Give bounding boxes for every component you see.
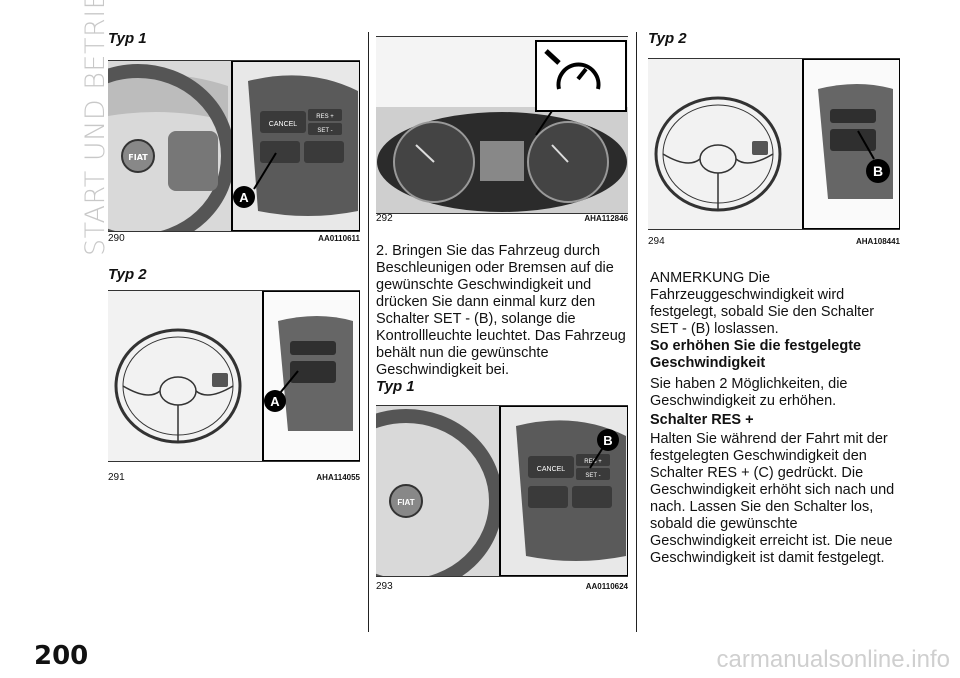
figure-293: FIAT CANCEL RES + SET - B xyxy=(376,405,628,577)
heading-typ2-b: Typ 2 xyxy=(648,30,687,47)
figure-code-290: AA0110611 xyxy=(318,234,360,243)
subheading-increase-speed: So erhöhen Sie die festgelegte Geschwind… xyxy=(650,338,862,371)
cancel-label-2: CANCEL xyxy=(537,466,566,473)
callout-a: A xyxy=(239,190,249,205)
svg-text:FIAT: FIAT xyxy=(128,153,148,162)
section-title: START UND BETRIEB xyxy=(30,0,111,260)
instruction-paragraph: 2. Bringen Sie das Fahrzeug durch Beschl… xyxy=(376,243,626,378)
subheading-res-switch: Schalter RES + xyxy=(650,412,754,428)
section-title-text: START UND BETRIEB xyxy=(80,0,111,256)
heading-typ1-b: Typ 1 xyxy=(376,378,415,395)
steering-wheel-illustration: FIAT CANCEL RES + SET - A xyxy=(108,61,360,231)
callout-b-2: B xyxy=(873,163,883,179)
callout-a-2: A xyxy=(270,394,280,409)
column-divider-2 xyxy=(636,32,637,632)
options-paragraph: Sie haben 2 Möglichkeiten, die Geschwind… xyxy=(650,376,848,409)
column-divider-1 xyxy=(368,32,369,632)
steering-wheel-illustration-3: FIAT CANCEL RES + SET - B xyxy=(376,406,628,576)
instrument-cluster-illustration xyxy=(376,37,628,213)
figure-code-293: AA0110624 xyxy=(585,582,628,591)
res-switch-paragraph: Halten Sie während der Fahrt mit der fes… xyxy=(650,431,895,566)
figure-292 xyxy=(376,36,628,214)
figure-294: B xyxy=(648,58,900,230)
figure-290: FIAT CANCEL RES + SET - A xyxy=(108,60,360,232)
figure-number-294: 294 xyxy=(648,236,665,247)
figure-code-294: AHA108441 xyxy=(855,237,900,246)
note-paragraph: ANMERKUNG Die Fahrzeuggeschwindigkeit wi… xyxy=(650,270,875,337)
res-label: RES + xyxy=(316,114,334,120)
figure-number-293: 293 xyxy=(376,581,393,592)
svg-text:FIAT: FIAT xyxy=(397,498,414,507)
figure-code-292: AHA112846 xyxy=(584,214,628,223)
callout-b: B xyxy=(603,433,612,448)
heading-typ2: Typ 2 xyxy=(108,266,147,283)
figure-number-290: 290 xyxy=(108,233,125,244)
watermark: carmanualsonline.info xyxy=(716,646,950,673)
steering-wheel-illustration-2: A xyxy=(108,291,360,461)
figure-number-291: 291 xyxy=(108,472,125,483)
figure-code-291: AHA114055 xyxy=(316,473,360,482)
set-label: SET - xyxy=(317,128,332,134)
set-label-2: SET - xyxy=(585,473,600,479)
cancel-label: CANCEL xyxy=(269,121,298,128)
steering-wheel-illustration-4: B xyxy=(648,59,900,229)
figure-number-292: 292 xyxy=(376,213,393,224)
figure-291: A xyxy=(108,290,360,462)
page-number: 200 xyxy=(34,641,89,671)
heading-typ1: Typ 1 xyxy=(108,30,147,47)
